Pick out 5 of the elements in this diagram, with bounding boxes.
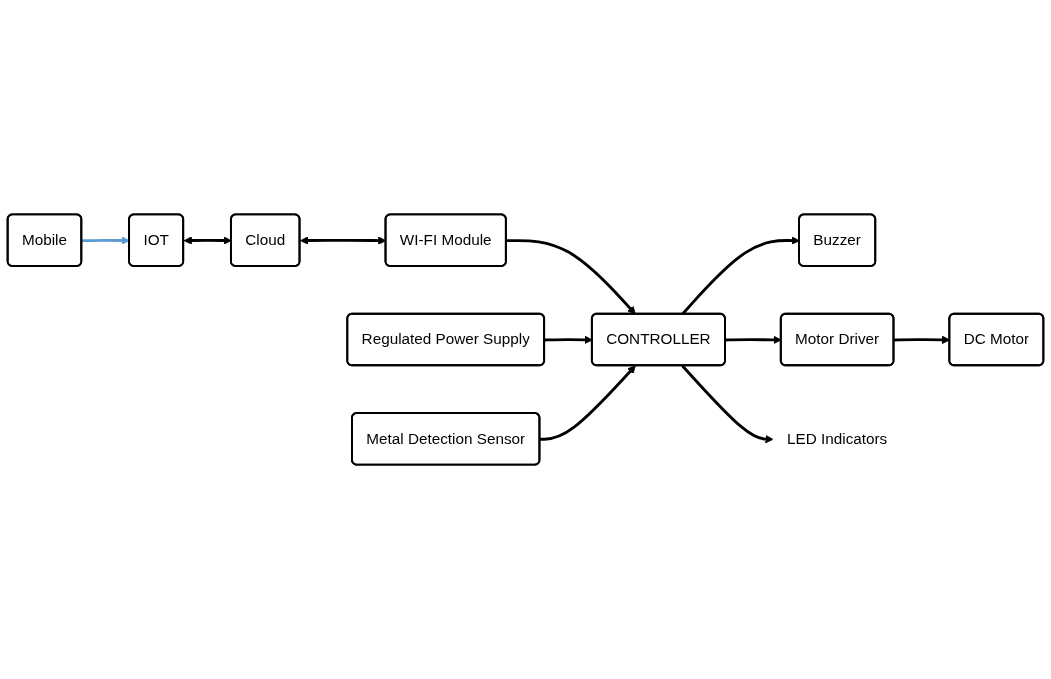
arrow bbox=[81, 236, 130, 245]
node-text: LED Indicators bbox=[787, 430, 888, 447]
arrow bbox=[681, 364, 774, 444]
arrow bbox=[506, 239, 636, 315]
arrow bbox=[539, 365, 636, 441]
